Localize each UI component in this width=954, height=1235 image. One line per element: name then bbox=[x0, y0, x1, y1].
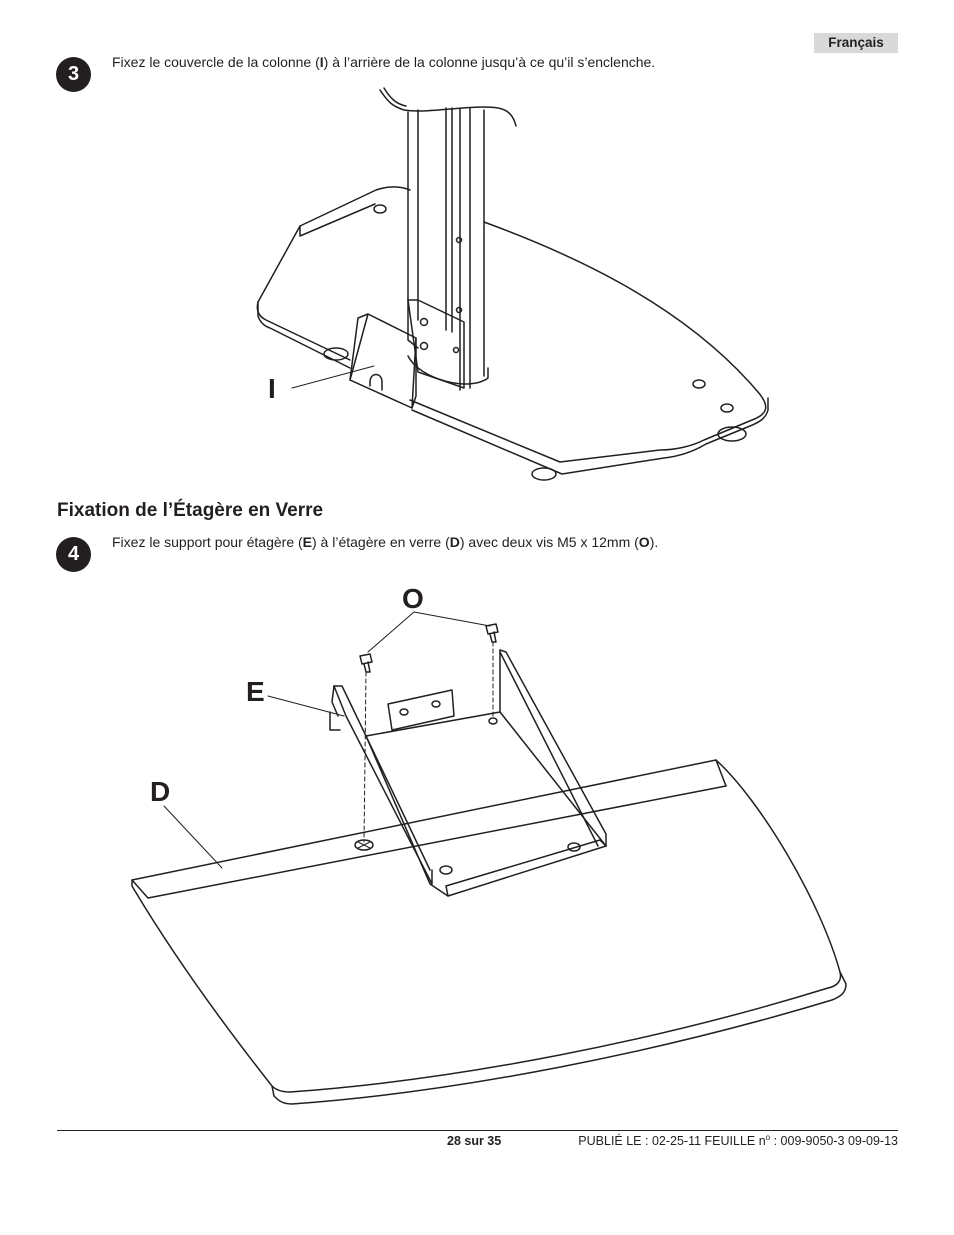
step-3-text-2: ) à l’arrière de la colonne jusqu’à ce q… bbox=[323, 54, 656, 70]
step-4-text-1: Fixez le support pour étagère ( bbox=[112, 534, 303, 550]
step-4-text-2: ) à l’étagère en verre ( bbox=[312, 534, 450, 550]
step-3-instruction: Fixez le couvercle de la colonne (I) à l… bbox=[112, 53, 655, 71]
step-3-circle: 3 bbox=[56, 57, 91, 92]
callout-d: D bbox=[150, 776, 171, 807]
step-4-part-e: E bbox=[302, 534, 312, 550]
step-3-illustration bbox=[256, 87, 769, 481]
step-3-part-i: I bbox=[319, 54, 324, 70]
callout-o: O bbox=[402, 583, 424, 614]
step-4-text-4: ). bbox=[649, 534, 659, 550]
page-number: 28 sur 35 bbox=[447, 1134, 502, 1148]
published-suffix: : 009-9050-3 09-09-13 bbox=[770, 1134, 898, 1149]
step-4-part-o: O bbox=[638, 534, 650, 550]
publication-info: PUBLIÉ LE : 02-25-11 FEUILLE no : 009-90… bbox=[578, 1133, 898, 1148]
step-4-circle: 4 bbox=[56, 537, 91, 572]
callout-i: I bbox=[268, 373, 276, 404]
step-4-part-d: D bbox=[449, 534, 460, 550]
step-4-text-3: ) avec deux vis M5 x 12mm ( bbox=[459, 534, 639, 550]
section-title: Fixation de l’Étagère en Verre bbox=[57, 500, 324, 521]
step-3-text-1: Fixez le couvercle de la colonne ( bbox=[112, 54, 320, 70]
published-prefix: PUBLIÉ LE : 02-25-11 FEUILLE n bbox=[578, 1134, 766, 1149]
step-4-illustration bbox=[131, 611, 847, 1105]
callout-e: E bbox=[246, 676, 265, 707]
degree-symbol: o bbox=[765, 1133, 771, 1142]
footer-rule bbox=[57, 1130, 898, 1131]
language-badge: Français bbox=[814, 33, 898, 53]
step-4-instruction: Fixez le support pour étagère (E) à l’ét… bbox=[112, 533, 658, 551]
